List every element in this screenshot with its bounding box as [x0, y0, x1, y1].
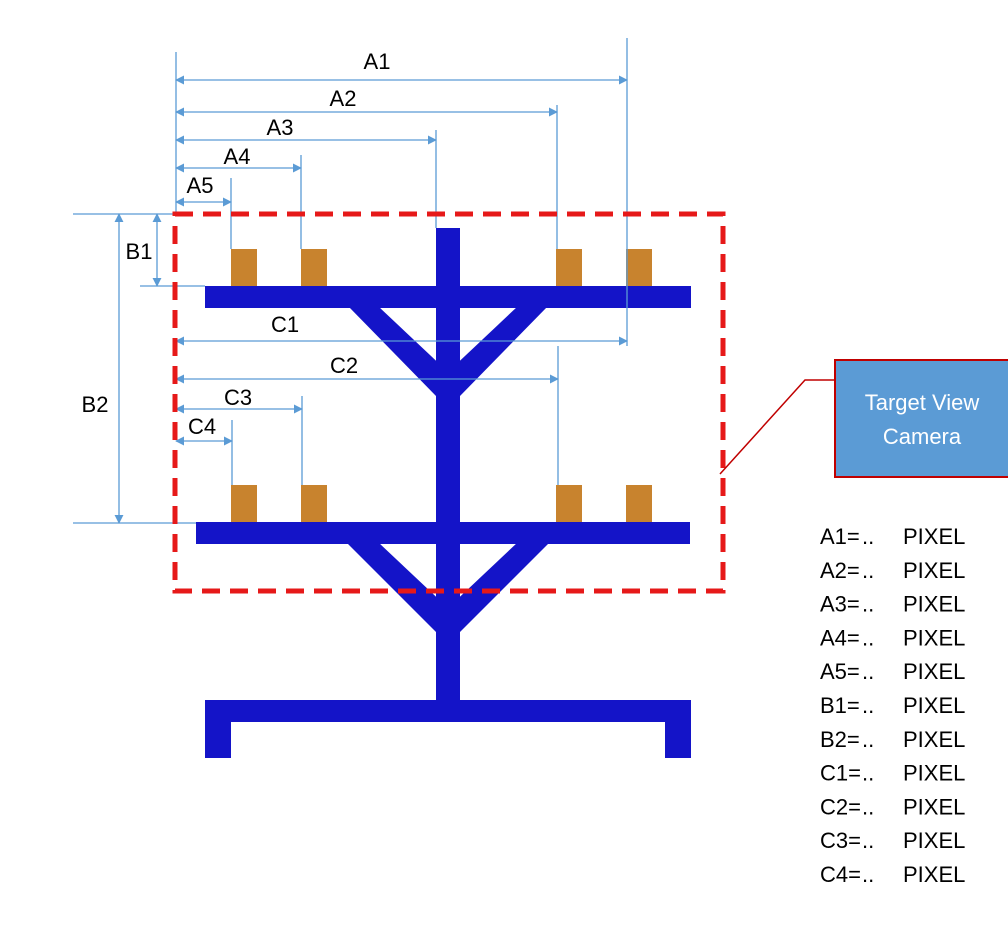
- legend-unit: PIXEL: [903, 761, 965, 786]
- upper-item-1: [231, 249, 257, 286]
- legend-unit: PIXEL: [903, 524, 965, 549]
- label-c1: C1: [271, 312, 299, 337]
- legend-row: A2=.. PIXEL: [820, 558, 965, 583]
- label-a4: A4: [224, 144, 251, 169]
- legend-key: A2=: [820, 558, 860, 583]
- target-view-camera-callout: Target View Camera: [719, 359, 1008, 478]
- dimension-lines: [73, 38, 628, 524]
- legend-dots: ..: [862, 592, 874, 617]
- legend-key: C1=: [820, 761, 861, 786]
- legend-row: A4=.. PIXEL: [820, 625, 965, 650]
- legend-unit: PIXEL: [903, 828, 965, 853]
- label-a1: A1: [364, 49, 391, 74]
- legend-row: B1=.. PIXEL: [820, 693, 965, 718]
- legend-dots: ..: [862, 693, 874, 718]
- rack-middle-post: [436, 306, 460, 524]
- legend-unit: PIXEL: [903, 592, 965, 617]
- lower-right-brace: [448, 542, 550, 632]
- legend-key: C2=: [820, 794, 861, 819]
- legend-dots: ..: [862, 659, 874, 684]
- legend-dots: ..: [862, 524, 874, 549]
- callout-text-line1: Target View: [865, 390, 980, 415]
- legend-row: A5=.. PIXEL: [820, 659, 965, 684]
- legend-dots: ..: [862, 625, 874, 650]
- label-c2: C2: [330, 353, 358, 378]
- legend-row: C2=.. PIXEL: [820, 794, 965, 819]
- legend-dots: ..: [862, 558, 874, 583]
- legend-row: A3=.. PIXEL: [820, 592, 965, 617]
- legend-key: B1=: [820, 693, 860, 718]
- dimension-labels: A1 A2 A3 A4 A5 B1 B2 C1 C2 C3 C4: [82, 49, 391, 439]
- rack-left-foot: [205, 718, 231, 758]
- rack-structure: [196, 228, 691, 758]
- legend-dots: ..: [862, 794, 874, 819]
- label-a2: A2: [330, 86, 357, 111]
- lower-item-3: [556, 485, 582, 522]
- legend-key: C4=: [820, 862, 861, 887]
- legend-key: A4=: [820, 625, 860, 650]
- lower-item-4: [626, 485, 652, 522]
- legend-unit: PIXEL: [903, 862, 965, 887]
- upper-shelf-bar: [205, 286, 691, 308]
- legend-row: A1=.. PIXEL: [820, 524, 965, 549]
- lower-left-brace: [346, 542, 448, 632]
- legend-unit: PIXEL: [903, 558, 965, 583]
- rack-top-post: [436, 228, 460, 288]
- legend-dots: ..: [862, 761, 874, 786]
- callout-box: [834, 359, 1008, 478]
- camera-view-boundary: [172, 211, 726, 594]
- legend-row: C4=.. PIXEL: [820, 862, 965, 887]
- upper-right-brace: [448, 306, 548, 396]
- legend-unit: PIXEL: [903, 693, 965, 718]
- legend-dots: ..: [862, 862, 874, 887]
- legend-row: B2=.. PIXEL: [820, 727, 965, 752]
- upper-item-3: [556, 249, 582, 286]
- legend-key: B2=: [820, 727, 860, 752]
- shelf-items: [231, 249, 652, 522]
- upper-item-4: [626, 249, 652, 286]
- legend-unit: PIXEL: [903, 659, 965, 684]
- legend-dots: ..: [862, 727, 874, 752]
- label-b1: B1: [126, 239, 153, 264]
- measurement-legend: A1=.. PIXEL A2=.. PIXEL A3=.. PIXEL A4=.. PIXEL…: [820, 524, 965, 887]
- legend-key: A5=: [820, 659, 860, 684]
- label-c4: C4: [188, 414, 216, 439]
- upper-item-2: [301, 249, 327, 286]
- rack-base-post: [436, 542, 460, 702]
- rack-base-bar: [205, 700, 691, 722]
- legend-row: C1=.. PIXEL: [820, 761, 965, 786]
- rack-right-foot: [665, 718, 691, 758]
- label-a3: A3: [267, 115, 294, 140]
- label-c3: C3: [224, 385, 252, 410]
- label-a5: A5: [187, 173, 214, 198]
- legend-unit: PIXEL: [903, 625, 965, 650]
- lower-item-1: [231, 485, 257, 522]
- upper-left-brace: [348, 306, 448, 396]
- callout-text-line2: Camera: [883, 424, 962, 449]
- legend-key: A1=: [820, 524, 860, 549]
- legend-unit: PIXEL: [903, 794, 965, 819]
- legend-dots: ..: [862, 828, 874, 853]
- legend-unit: PIXEL: [903, 727, 965, 752]
- label-b2: B2: [82, 392, 109, 417]
- lower-item-2: [301, 485, 327, 522]
- legend-key: A3=: [820, 592, 860, 617]
- callout-leader-line: [719, 379, 835, 475]
- legend-key: C3=: [820, 828, 861, 853]
- legend-row: C3=.. PIXEL: [820, 828, 965, 853]
- lower-shelf-bar: [196, 522, 690, 544]
